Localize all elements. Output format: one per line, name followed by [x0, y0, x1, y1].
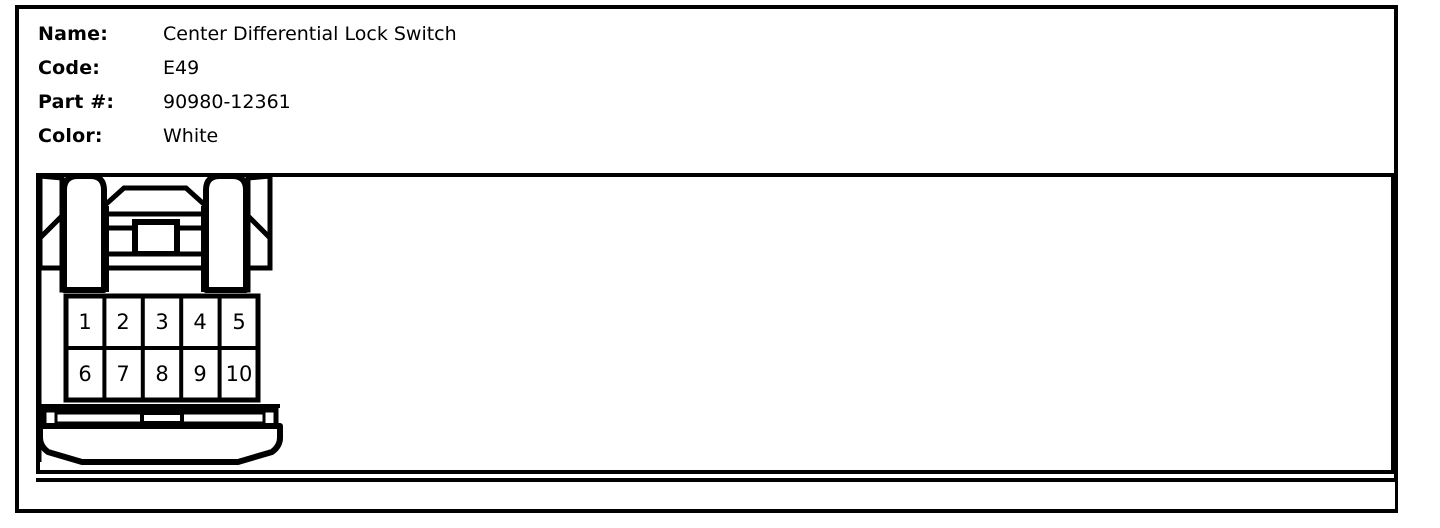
info-row-code: Code: E49 [38, 51, 658, 85]
color-value: White [163, 125, 219, 147]
bottom-strip [36, 478, 1395, 509]
code-value: E49 [163, 57, 200, 79]
code-label: Code: [38, 57, 101, 79]
bottom-skirt [37, 423, 283, 465]
pin-label-8: 8 [155, 362, 168, 386]
name-label: Name: [38, 23, 109, 45]
latch-lower-bar [101, 251, 209, 271]
pin-label-1: 1 [78, 310, 91, 334]
pin-label-2: 2 [116, 310, 129, 334]
info-row-name: Name: Center Differential Lock Switch [38, 17, 658, 51]
connector-info-block: Name: Center Differential Lock Switch Co… [38, 17, 658, 153]
left-pillar [61, 173, 107, 293]
latch-arch [101, 185, 209, 217]
pin-label-4: 4 [193, 310, 206, 334]
info-row-part-number: Part #: 90980-12361 [38, 85, 658, 119]
right-pillar [203, 173, 249, 293]
pin-label-6: 6 [78, 362, 91, 386]
part-number-value: 90980-12361 [163, 91, 291, 113]
pin-label-3: 3 [155, 310, 168, 334]
pin-grid: 1 2 3 4 5 6 7 8 9 10 [63, 293, 261, 403]
color-label: Color: [38, 125, 103, 147]
connector-diagram: 1 2 3 4 5 6 7 8 9 10 [34, 170, 294, 470]
pin-label-7: 7 [116, 362, 129, 386]
info-row-color: Color: White [38, 119, 658, 153]
latch-center-boss [132, 219, 180, 257]
part-number-label: Part #: [38, 91, 115, 113]
pin-label-9: 9 [193, 362, 206, 386]
base-rail-center-notch [140, 411, 184, 425]
name-value: Center Differential Lock Switch [163, 23, 457, 45]
pin-label-5: 5 [232, 310, 245, 334]
pin-label-10: 10 [226, 362, 253, 386]
